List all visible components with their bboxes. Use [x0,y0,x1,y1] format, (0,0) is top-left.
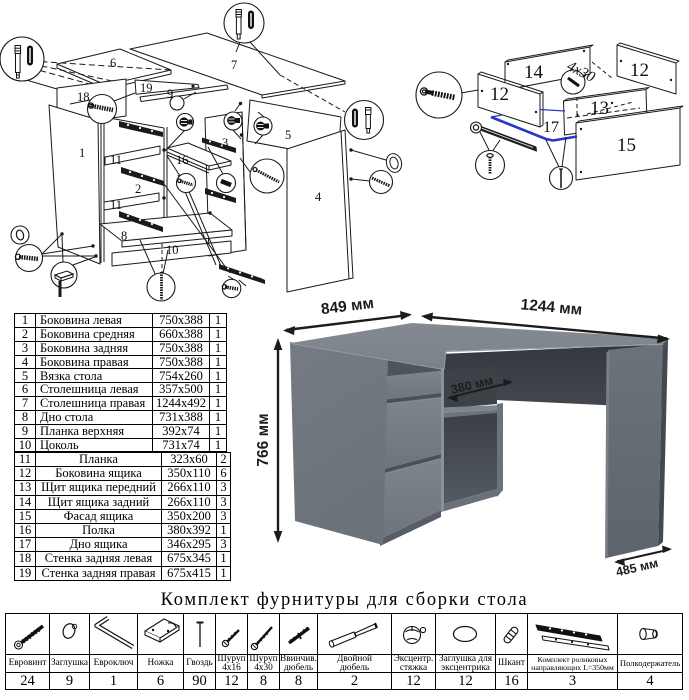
svg-text:1: 1 [79,146,85,160]
svg-text:16: 16 [176,153,189,167]
svg-text:14: 14 [524,62,544,83]
svg-text:3: 3 [222,136,228,150]
svg-text:6: 6 [110,56,116,70]
svg-text:4: 4 [315,190,322,204]
svg-text:17: 17 [543,119,559,136]
svg-text:19: 19 [140,81,153,95]
svg-text:18: 18 [77,90,90,104]
svg-text:2: 2 [135,182,141,196]
svg-text:1244 мм: 1244 мм [520,296,583,319]
svg-text:5: 5 [285,128,291,142]
svg-text:8: 8 [121,229,127,243]
svg-text:11: 11 [110,153,122,167]
svg-text:13: 13 [590,98,609,119]
svg-text:7: 7 [231,58,237,72]
svg-text:11: 11 [110,198,122,212]
svg-text:849 мм: 849 мм [320,295,375,318]
svg-text:15: 15 [617,135,636,156]
svg-text:9: 9 [167,87,173,101]
svg-text:10: 10 [166,243,179,257]
svg-text:766 мм: 766 мм [255,413,272,466]
svg-text:12: 12 [630,60,649,81]
svg-text:12: 12 [490,84,509,105]
